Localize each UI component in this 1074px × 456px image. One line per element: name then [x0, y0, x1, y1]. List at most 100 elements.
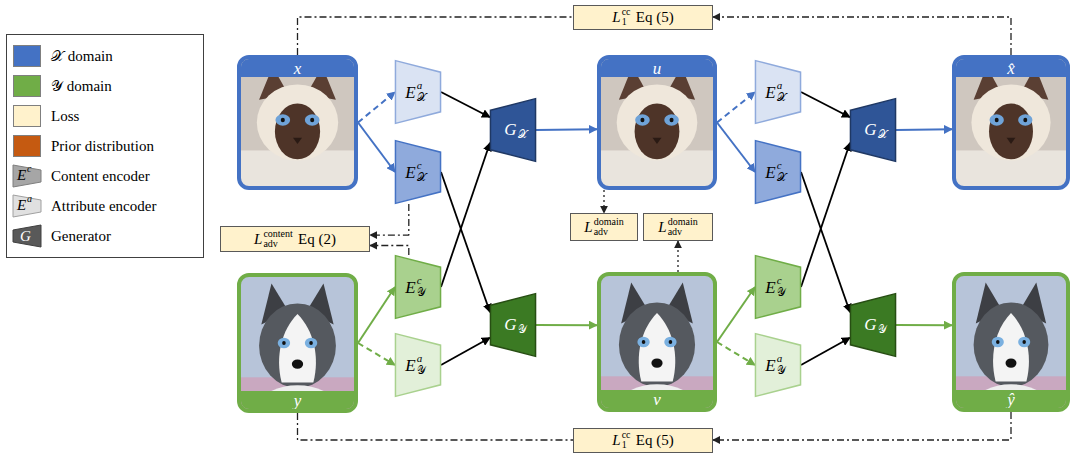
superscript: c [777, 160, 782, 172]
math-symbol: L [254, 232, 262, 247]
dog-photo [601, 276, 713, 421]
subscript: 𝒴 [777, 365, 786, 377]
trapezoid-outline [395, 141, 440, 204]
formula: Ec𝒴 [405, 275, 425, 298]
formula: LcontentadvEq (2) [254, 229, 336, 250]
superscript: c [777, 275, 782, 287]
label-bar: x [241, 59, 354, 77]
image-panel: u [597, 55, 717, 190]
subscript: 𝒴 [878, 324, 887, 336]
image-label: v [653, 391, 661, 408]
formula: Lcc1Eq (5) [612, 430, 673, 451]
math-symbol: E [405, 84, 415, 101]
image-label: ŷ [1007, 391, 1015, 408]
connector-arrow [441, 143, 490, 287]
script-stack: 𝒳 [878, 129, 887, 141]
script-stack: a𝒳 [417, 80, 426, 103]
math-symbol: E [405, 357, 415, 374]
script-stack: cc1 [622, 430, 631, 451]
legend-box: 𝒳 domain𝒴 domainLossPrior distributionCo… [6, 34, 204, 258]
superscript: cc [622, 430, 631, 441]
loss-box: Ldomainadv [643, 213, 713, 241]
math-symbol: E [405, 279, 415, 296]
dog-photo [956, 276, 1066, 421]
legend-sample-glyph: a [27, 194, 32, 204]
trapezoid-outline [755, 141, 800, 204]
formula: G𝒴 [864, 315, 886, 336]
loss-box: Lcc1Eq (5) [573, 5, 713, 30]
script-stack: a𝒴 [777, 353, 786, 376]
legend-row: 𝒴 domain [7, 75, 203, 97]
image-panel: ŷ [952, 272, 1070, 412]
formula: Ec𝒳 [405, 160, 425, 183]
connector-arrow [298, 17, 574, 55]
label-bar: ŷ [956, 390, 1066, 408]
subscript: adv [594, 227, 608, 238]
legend-swatch [13, 75, 41, 97]
equation-ref: Eq (5) [636, 10, 674, 25]
math-symbol: G [864, 121, 876, 138]
legend-sample-glyph: c [27, 164, 31, 174]
formula: x̂ [1007, 60, 1015, 77]
trapezoid-outline [395, 334, 440, 397]
script-stack: c𝒴 [417, 275, 426, 298]
connector-arrow [358, 343, 395, 365]
subscript: adv [263, 239, 277, 250]
loss-box: LcontentadvEq (2) [220, 226, 370, 252]
subscript: 𝒳 [518, 129, 527, 141]
connector-arrow [801, 172, 850, 312]
generator-sample [13, 225, 41, 247]
image-label: u [653, 60, 662, 77]
loss-box: Lcc1Eq (5) [573, 428, 713, 453]
connector-arrow [677, 241, 678, 272]
math-symbol: L [584, 220, 592, 235]
subscript: 1 [622, 440, 627, 451]
math-symbol: L [658, 220, 666, 235]
trapezoid-outline [850, 99, 895, 162]
script-stack: a𝒴 [417, 353, 426, 376]
connector-arrow [298, 413, 574, 440]
formula: Ea𝒳 [405, 80, 425, 103]
connector-arrow [441, 92, 490, 117]
formula: Ea𝒳 [765, 80, 785, 103]
connector-arrow [713, 412, 1011, 440]
encoder-trapezoid: Ec𝒴 [395, 255, 441, 319]
script-stack: domainadv [668, 217, 698, 238]
script-stack: c𝒳 [777, 160, 786, 183]
attribute-encoder-sample [13, 195, 41, 217]
math-symbol: E [765, 279, 775, 296]
math-symbol: G [864, 316, 876, 333]
equation-ref: Eq (2) [298, 232, 336, 247]
connector-arrow [896, 324, 952, 326]
legend-sample-glyph: G [20, 229, 31, 244]
formula: Ea𝒴 [765, 353, 785, 376]
connector-arrow [896, 128, 952, 131]
encoder-trapezoid: Ec𝒳 [755, 140, 801, 204]
cat-photo [956, 59, 1066, 186]
superscript: a [777, 353, 783, 365]
legend-text: Content encoder [51, 165, 150, 187]
superscript: cc [622, 7, 631, 18]
connector-arrow [358, 287, 395, 343]
equation-ref: Eq (5) [636, 433, 674, 448]
subscript: 𝒳 [417, 92, 426, 104]
image-panel: x [237, 55, 358, 190]
connector-arrow [370, 204, 409, 235]
math-symbol: E [405, 164, 415, 181]
superscript: a [777, 80, 783, 92]
superscript: c [417, 160, 422, 172]
math-symbol: G [504, 121, 516, 138]
connector-arrow [801, 143, 850, 287]
connector-arrow [536, 324, 597, 326]
formula: x [294, 60, 302, 77]
formula: G𝒳 [504, 120, 526, 141]
formula: Ldomainadv [658, 217, 697, 238]
cat-photo [241, 59, 354, 186]
trapezoid-outline [755, 61, 800, 124]
connector-arrow [536, 128, 597, 131]
image-panel: v [597, 272, 717, 412]
label-bar: y [241, 391, 354, 409]
image-label: x [294, 60, 302, 77]
formula: u [653, 60, 662, 77]
script-stack: 𝒳 [518, 129, 527, 141]
